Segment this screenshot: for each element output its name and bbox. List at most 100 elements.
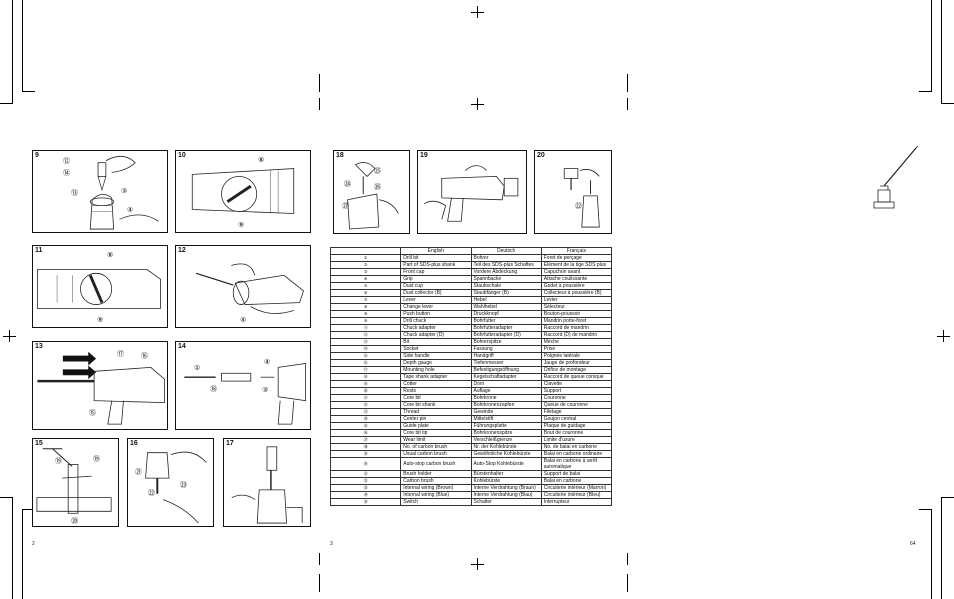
table-cell: Mandrin porte-foret: [540, 317, 613, 325]
callout: ⑨: [238, 222, 245, 229]
callout: ⑯: [141, 353, 148, 360]
table-cell: No. of carbon brush: [400, 443, 472, 451]
table-cell: Tiefenmesser: [470, 359, 542, 367]
callout: ㉖: [374, 184, 381, 191]
table-cell: ㉟: [329, 498, 402, 506]
figure-19: 19: [417, 150, 527, 234]
table-cell: ㉗: [329, 436, 402, 444]
table-cell: Vordere Abdeckung: [470, 268, 542, 276]
callout: ㉕: [374, 168, 381, 175]
figure-20-drawing: [563, 168, 600, 228]
figure-11: 11 ⑧ ⑨: [32, 245, 168, 328]
figure-20: 20 ㉒: [534, 150, 612, 234]
table-cell: Attache coulissante: [540, 275, 613, 283]
table-cell: Auto-Stop Kohlebürste: [470, 457, 542, 471]
column-header: English: [400, 247, 472, 255]
table-cell: Bohrer: [470, 254, 542, 262]
table-cell: Dust collector (B): [400, 289, 472, 297]
table-cell: Balai en carbone ordinaire: [540, 450, 613, 458]
table-cell: Couronne: [540, 394, 613, 402]
table-cell: Drill bit: [400, 254, 472, 262]
callout: ㉒: [575, 203, 582, 210]
table-cell: ⑧: [329, 303, 402, 311]
table-cell: ③: [329, 268, 402, 276]
table-cell: ⑪: [329, 324, 402, 332]
table-cell: Raccord de queue conique: [540, 373, 613, 381]
figure-10-number: 10: [178, 152, 187, 159]
table-cell: Wear limit: [400, 436, 472, 444]
table-cell: Socket: [400, 345, 472, 353]
table-cell: Support de balai: [540, 470, 613, 478]
table-cell: Cotter: [400, 380, 472, 388]
table-cell: Drill chuck: [400, 317, 472, 325]
table-cell: ⑦: [329, 296, 402, 304]
table-cell: ⑥: [329, 289, 402, 297]
figure-15: 15 ⑲ ⑲ ⑳: [32, 438, 119, 527]
table-cell: Circuiterie intérieur (Marron): [540, 484, 613, 492]
table-cell: Thread: [400, 408, 472, 416]
table-cell: Wahlhebel: [470, 303, 542, 311]
callout: ㉗: [342, 203, 349, 210]
table-cell: Godet à poussière: [540, 282, 613, 290]
figure-9-number: 9: [35, 152, 40, 159]
callout: ⑲: [93, 456, 100, 463]
table-cell: Filetage: [540, 408, 613, 416]
table-cell: Queue de couronne: [540, 401, 613, 409]
table-cell: Tape shank adapter: [400, 373, 472, 381]
table-cell: Orifice de montage: [540, 366, 613, 374]
table-cell: ②: [329, 261, 402, 269]
table-cell: Carbon brush: [400, 477, 472, 485]
table-cell: ④: [329, 275, 402, 283]
table-cell: Mounting hole: [400, 366, 472, 374]
figure-17: 17: [223, 438, 311, 527]
table-cell: Gewöhnliche Kohlebürste: [470, 450, 542, 458]
table-cell: Lever: [400, 296, 472, 304]
table-cell: ⑮: [329, 352, 402, 360]
table-cell: Chuck adapter: [400, 324, 472, 332]
callout: ⑭: [63, 170, 70, 177]
table-cell: Clavette: [540, 380, 613, 388]
table-cell: Brush holder: [400, 470, 472, 478]
callout: ①: [194, 365, 201, 372]
table-cell: Bohrkronenzapfen: [470, 401, 542, 409]
table-cell: Push button: [400, 310, 472, 318]
callout: ⑨: [97, 317, 104, 324]
callout: ⑳: [71, 518, 78, 525]
table-cell: Limite d'usure: [540, 436, 613, 444]
table-cell: Verschleißgrenze: [470, 436, 542, 444]
table-cell: Bouton-poussoir: [540, 310, 613, 318]
callout: ⑧: [258, 157, 265, 164]
figure-12-drawing: [195, 263, 304, 314]
table-cell: Collecteur à poussière (B): [540, 289, 613, 297]
table-cell: Führungsplatte: [470, 422, 542, 430]
figure-15-number: 15: [35, 440, 44, 447]
figure-17-drawing: [231, 446, 303, 524]
figure-18: 18 ㉕ ㉔ ㉖ ㉗: [333, 150, 410, 234]
table-cell: ⑲: [329, 380, 402, 388]
callout: ⑫: [63, 158, 70, 165]
callout: ⑬: [71, 190, 78, 197]
table-cell: Foret de perçage: [540, 254, 613, 262]
callout: ④: [127, 207, 134, 214]
table-cell: Befestigungsöffnung: [470, 366, 542, 374]
table-cell: Bohrerspitze: [470, 338, 542, 346]
